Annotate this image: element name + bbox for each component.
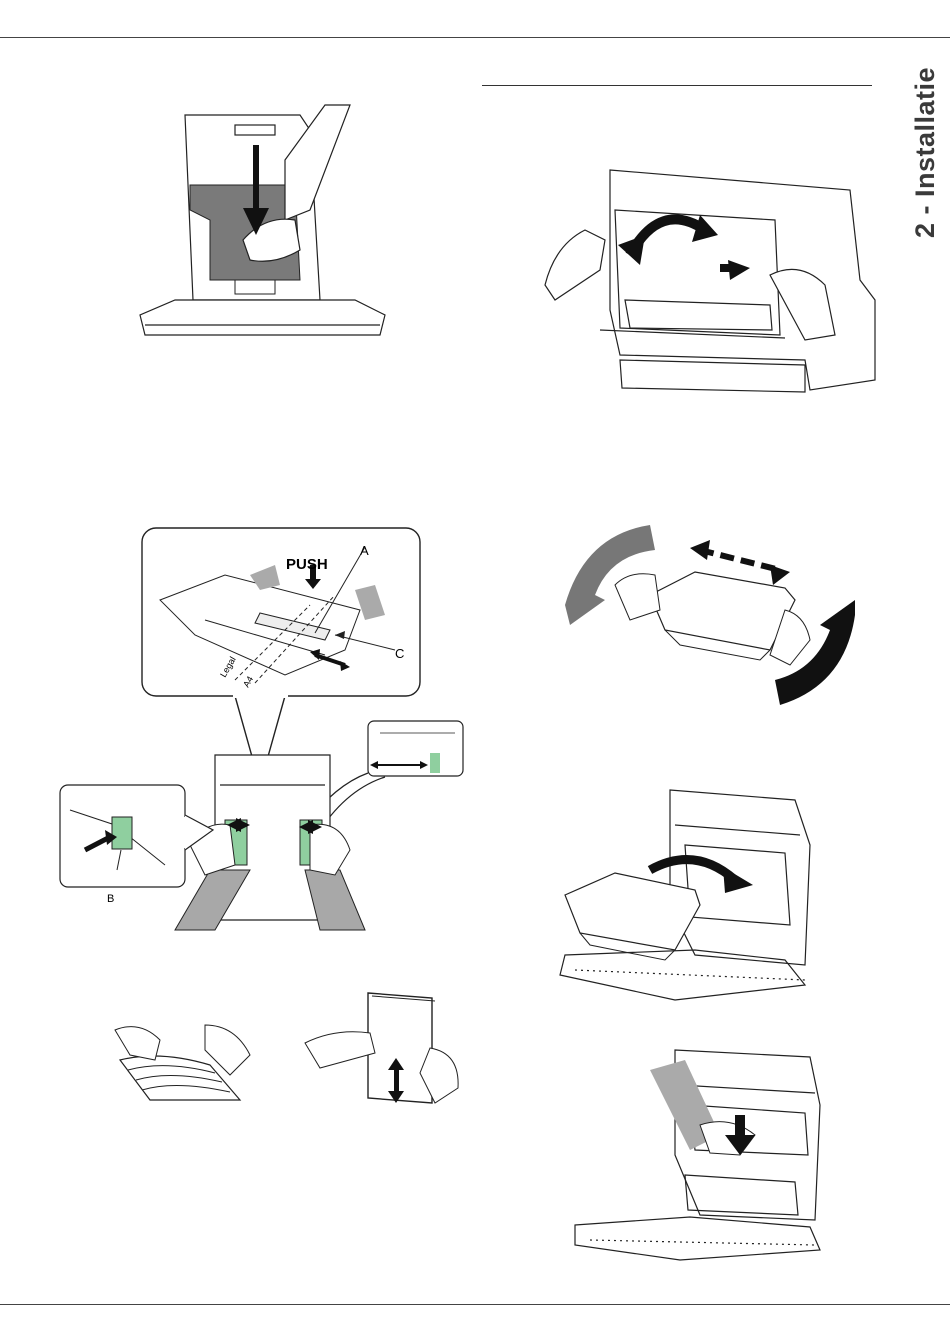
figure-tray-load xyxy=(135,100,395,350)
right-column-rule xyxy=(482,85,872,86)
paper-fan-illustration xyxy=(110,1015,260,1110)
figure-paper-fan xyxy=(110,1015,260,1110)
figure-tray-guides: PUSH A C Legal A4 xyxy=(55,525,470,935)
chapter-tab: 2 - Installatie xyxy=(906,62,946,242)
bottom-rule xyxy=(0,1304,950,1305)
label-b: B xyxy=(107,893,114,905)
tray-load-illustration xyxy=(135,100,395,350)
chapter-tab-label: 2 - Installatie xyxy=(911,66,942,237)
tray-guides-illustration: PUSH A C Legal A4 xyxy=(55,525,470,935)
figure-insert-toner xyxy=(555,785,855,1005)
label-a: A xyxy=(360,543,369,558)
push-label: PUSH xyxy=(286,556,328,573)
paper-tap-illustration xyxy=(300,988,465,1113)
label-c: C xyxy=(395,646,404,661)
figure-push-toner xyxy=(570,1045,860,1265)
figure-open-cover xyxy=(540,160,885,405)
insert-toner-illustration xyxy=(555,785,855,1005)
figure-shake-toner xyxy=(555,520,865,710)
open-cover-illustration xyxy=(540,160,885,405)
push-toner-illustration xyxy=(570,1045,860,1265)
figure-paper-tap xyxy=(300,988,465,1113)
shake-toner-illustration xyxy=(555,520,865,710)
top-rule xyxy=(0,37,950,38)
